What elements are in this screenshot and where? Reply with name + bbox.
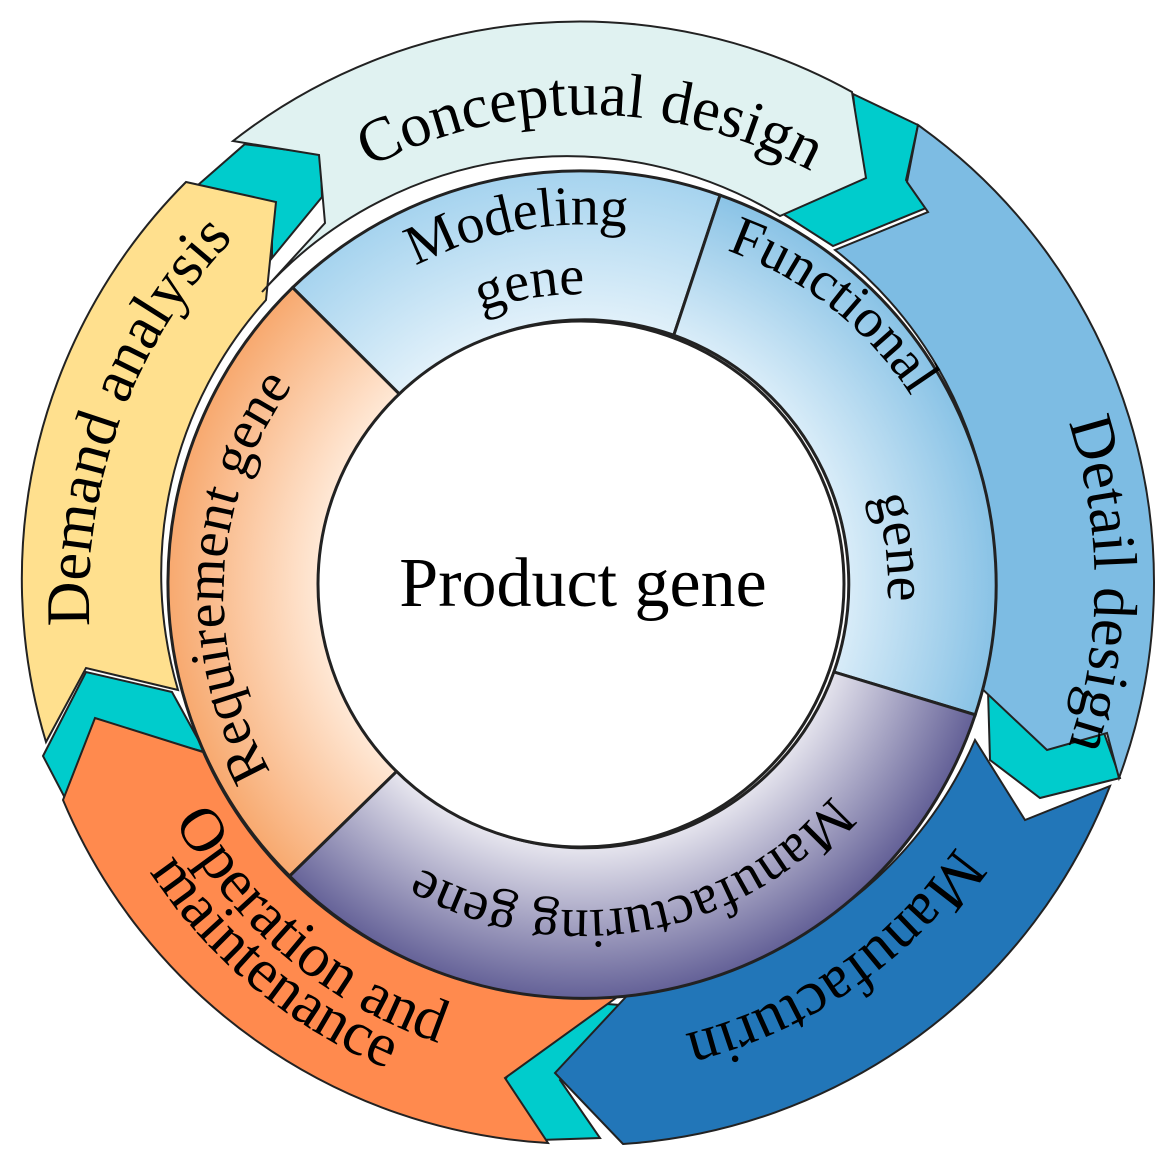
gene-ring (166, 169, 998, 1000)
center-circle (316, 319, 846, 849)
gene-segment-manufacturing (287, 670, 978, 1000)
stage-conceptual-design (230, 20, 868, 293)
stage-manufacturing (553, 737, 1112, 1146)
stage-detail-design (833, 123, 1155, 782)
stage-ring (20, 20, 1155, 1146)
center-label: Product gene (399, 545, 766, 622)
stage-demand-analysis (20, 180, 278, 745)
gene-segment-functional (671, 193, 998, 717)
